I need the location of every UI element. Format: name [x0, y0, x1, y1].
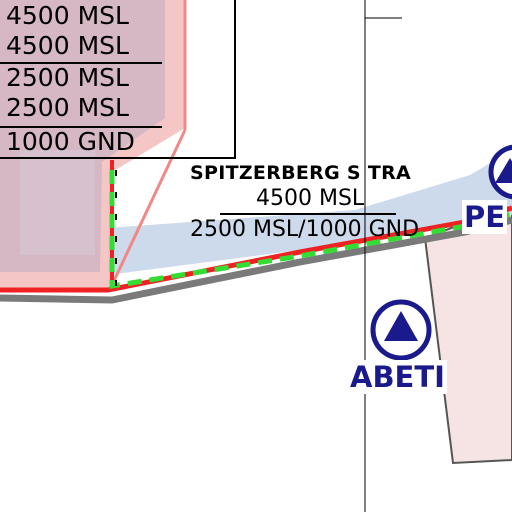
- altitude-row: 4500 MSL: [6, 31, 129, 60]
- restricted-area-edge-2: [110, 129, 187, 286]
- waypoint-label-abeti: ABETI: [348, 360, 447, 394]
- tma-airspace-band: [108, 150, 512, 275]
- altitude-row: 1000 GND: [6, 127, 135, 156]
- altitude-divider: [0, 126, 162, 128]
- tra-upper-limit: 4500 MSL: [256, 186, 365, 211]
- tra-lower-limit: 2500 MSL/1000 GND: [190, 217, 420, 242]
- tra-divider: [220, 213, 396, 215]
- waypoint-label-pe: PE: [462, 200, 508, 234]
- altitude-divider: [0, 62, 162, 64]
- pink-airspace-zone: [423, 203, 512, 465]
- altitude-row: 2500 MSL: [6, 93, 129, 122]
- left-altitude-box: [0, 0, 236, 159]
- altitude-row: 2500 MSL: [6, 63, 129, 92]
- altitude-row: 4500 MSL: [6, 1, 129, 30]
- restricted-area-core: [20, 150, 95, 255]
- tra-name: SPITZERBERG S TRA: [190, 162, 412, 184]
- triangle-in-circle-icon: [488, 144, 512, 200]
- triangle-in-circle-icon: [370, 299, 432, 361]
